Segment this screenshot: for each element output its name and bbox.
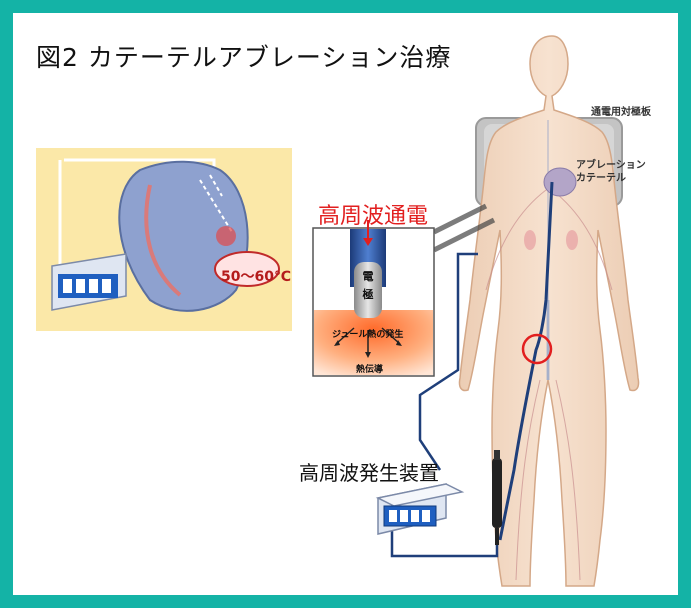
joule-heat-label: ジュール熱の発生 [332, 330, 404, 340]
insertion-site-marker [521, 333, 553, 365]
heart-illustration [36, 148, 292, 331]
ablation-catheter [498, 181, 554, 541]
rf-current-label: 高周波通電 [318, 204, 429, 229]
catheter-label-line2: カテーテル [576, 173, 626, 184]
rf-generator-device [375, 483, 465, 535]
catheter-handle [492, 450, 502, 545]
temperature-label: 50〜60℃ [221, 269, 291, 285]
rf-generator-label: 高周波発生装置 [299, 461, 439, 485]
catheter-label-line1: アブレーション [576, 160, 646, 171]
pad-cable [418, 252, 478, 471]
heat-conduction-label: 熱伝導 [356, 365, 384, 375]
electrode-label-1: 電 [362, 270, 374, 283]
zoom-connector [432, 203, 496, 253]
figure-title: 図2 カテーテルアブレーション治療 [36, 43, 452, 72]
electrode-label-2: 極 [362, 288, 374, 301]
catheter-label: アブレーション カテーテル [576, 159, 646, 185]
generator-cable [390, 528, 499, 558]
electrode-zoom-inset [312, 220, 435, 377]
dispersive-pad-label: 通電用対極板 [591, 107, 651, 118]
